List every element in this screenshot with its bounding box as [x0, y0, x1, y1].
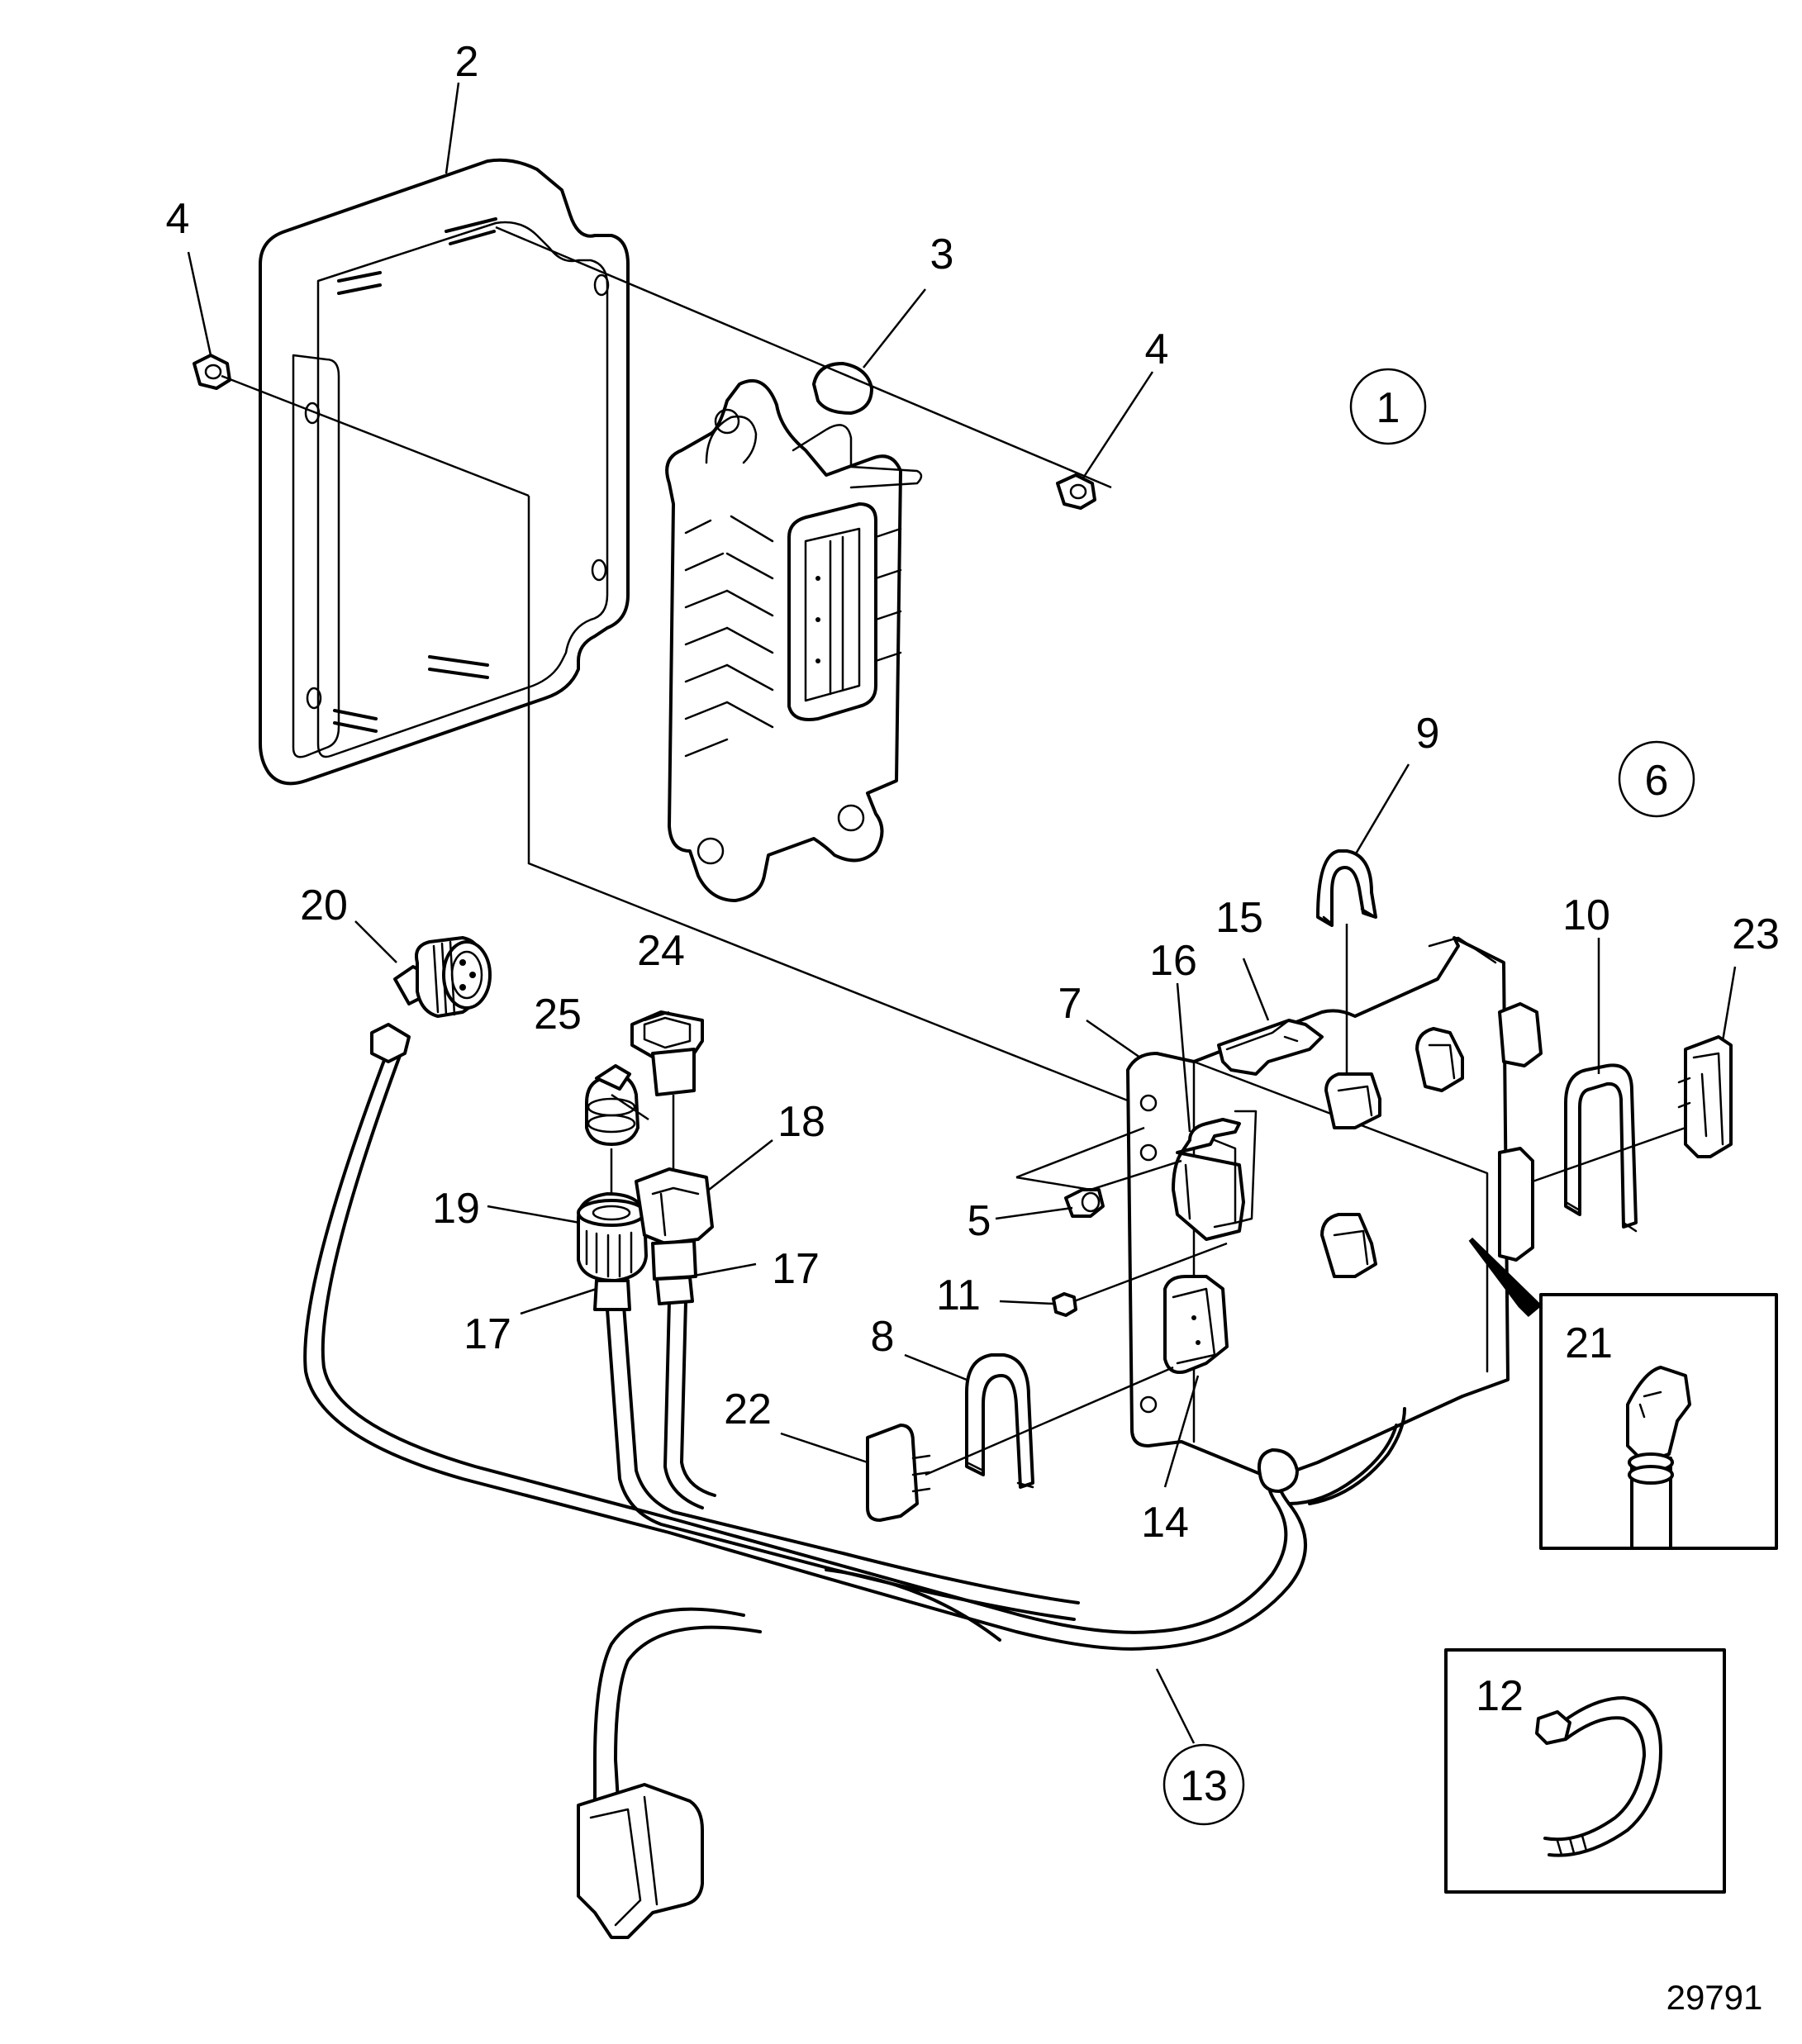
callout-2: 2 [455, 38, 479, 86]
callout-numbers: 2 4 3 4 9 20 15 10 23 24 16 7 25 18 19 5… [166, 38, 1780, 1720]
circled-callout-6: 6 [1618, 740, 1695, 818]
circled-callout-13: 13 [1163, 1743, 1245, 1826]
control-module-icon [665, 362, 923, 902]
callout-4-left: 4 [166, 195, 190, 243]
circled-callout-1: 1 [1349, 368, 1427, 445]
bracket-connector-b-icon [1415, 1027, 1464, 1092]
callout-22: 22 [724, 1386, 772, 1433]
clip-9-icon [1316, 849, 1377, 927]
callout-19: 19 [432, 1185, 480, 1233]
circled-callout-1-label: 1 [1376, 384, 1400, 432]
bracket-connector-c-icon [1320, 1213, 1377, 1278]
callout-9: 9 [1416, 710, 1440, 758]
callout-5: 5 [968, 1197, 991, 1245]
connector-20-icon [370, 936, 492, 1063]
connector-14-icon [1163, 1275, 1229, 1374]
circled-callout-6-label: 6 [1645, 757, 1669, 805]
connector-25-icon [585, 1064, 639, 1146]
callout-11: 11 [936, 1272, 981, 1319]
callout-20: 20 [300, 882, 348, 929]
screw-11-icon [1052, 1292, 1077, 1317]
screw-5-icon [1064, 1188, 1105, 1218]
detail-box-21 [1468, 1237, 1778, 1550]
callout-15: 15 [1215, 894, 1263, 942]
callout-25: 25 [534, 991, 582, 1039]
wiring-harness-icon [303, 1048, 1406, 1939]
bracket-side-connector-icon [1498, 1002, 1543, 1262]
callout-leaders [187, 82, 1737, 1744]
bracket-connector-a-icon [1324, 1072, 1381, 1129]
circled-callout-13-label: 13 [1180, 1762, 1228, 1810]
callout-12: 12 [1476, 1672, 1524, 1720]
callout-3: 3 [930, 231, 954, 278]
callout-18: 18 [777, 1098, 825, 1146]
connector-16-icon [1172, 1110, 1258, 1241]
mounting-plate-icon [259, 158, 630, 786]
callout-17-right: 17 [772, 1245, 820, 1293]
callout-17-left: 17 [464, 1310, 511, 1358]
callout-16: 16 [1149, 937, 1197, 985]
callout-24: 24 [637, 927, 685, 975]
clip-10-icon [1564, 1063, 1638, 1233]
figure-number: 29791 [1666, 1978, 1763, 2017]
callout-10: 10 [1562, 891, 1610, 939]
connector-23-icon [1677, 1035, 1733, 1158]
callout-14: 14 [1141, 1499, 1189, 1547]
nut-right-icon [1056, 473, 1096, 510]
callout-23: 23 [1732, 910, 1780, 958]
connector-18-icon [635, 1167, 714, 1305]
nut-left-icon [193, 354, 231, 390]
callout-7: 7 [1058, 980, 1082, 1028]
callout-8: 8 [871, 1313, 895, 1361]
assembly-lines [221, 226, 1145, 1109]
callout-4-right: 4 [1145, 326, 1169, 373]
clip-8-icon [965, 1353, 1034, 1489]
connector-24-icon [630, 1010, 704, 1096]
connector-19-icon [577, 1192, 648, 1311]
connector-22-icon [866, 1424, 931, 1522]
cable-tie-icon [1444, 1648, 1726, 1894]
callout-21: 21 [1565, 1319, 1613, 1367]
connector-15-icon [1217, 1019, 1324, 1076]
